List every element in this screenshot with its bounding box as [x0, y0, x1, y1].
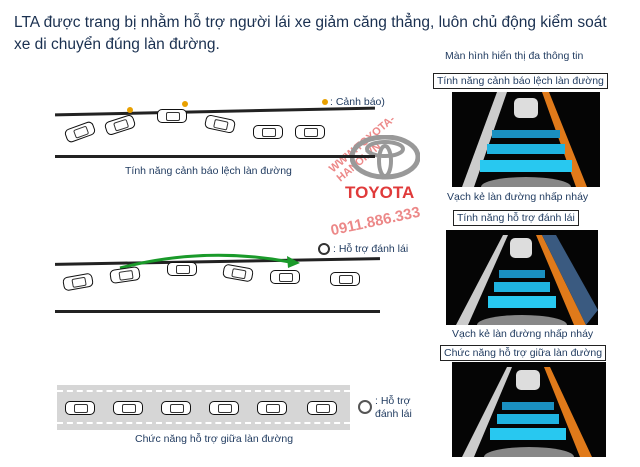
legend-warning: : Cảnh báo): [330, 96, 385, 108]
lane-display-graphic: [462, 367, 592, 457]
mid-display-image-3: [452, 362, 606, 457]
steering-assist-diagram: [54, 250, 381, 315]
lane-display-graphic: [456, 235, 598, 325]
panel-label-lane-departure: Tính năng cảnh báo lệch làn đường: [433, 73, 608, 89]
legend-steering-1: : Hỗ trợ đánh lái: [333, 243, 409, 255]
car: [113, 401, 143, 415]
car: [161, 401, 191, 415]
car: [270, 270, 300, 284]
warning-lamp-icon: [322, 99, 328, 105]
car: [257, 401, 287, 415]
car: [253, 125, 283, 139]
car: [103, 113, 137, 137]
car: [62, 272, 94, 292]
warning-lamp-icon: [127, 107, 133, 113]
car: [157, 109, 187, 123]
lane-line: [57, 390, 350, 392]
panel-label-lane-centering: Chức năng hỗ trợ giữa làn đường: [440, 345, 607, 361]
diagram-caption-3: Chức năng hỗ trợ giữa làn đường: [135, 433, 294, 445]
car: [63, 120, 97, 144]
car: [295, 125, 325, 139]
steering-wheel-icon: [358, 400, 372, 414]
legend-steering-2: : Hỗ trợ đánh lái: [375, 395, 412, 420]
display-heading: Màn hình hiển thị đa thông tin: [445, 50, 584, 62]
car: [203, 114, 237, 134]
diagram-caption-1: Tính năng cảnh báo lệch làn đường: [125, 165, 292, 177]
car: [167, 262, 197, 276]
warning-lamp-icon: [182, 101, 188, 107]
panel-label-steering-assist: Tính năng hỗ trợ đánh lái: [453, 210, 579, 226]
steering-path-arrow: [119, 253, 300, 270]
steering-wheel-icon: [318, 243, 330, 255]
lane-centering-diagram: [57, 385, 350, 430]
lane-line: [55, 155, 375, 158]
panel-caption-2: Vạch kẻ làn đường nhấp nháy: [452, 328, 594, 340]
car: [109, 265, 141, 285]
lane-line: [55, 310, 380, 313]
car: [209, 401, 239, 415]
car: [65, 401, 95, 415]
mid-display-image-2: [446, 230, 598, 325]
panel-caption-1: Vạch kẻ làn đường nhấp nháy: [447, 191, 589, 203]
car: [330, 272, 360, 286]
mid-display-image-1: [452, 92, 600, 187]
page-title: LTA được trang bị nhằm hỗ trợ người lái …: [14, 14, 607, 53]
watermark-brand: TOYOTA: [345, 183, 415, 202]
car: [307, 401, 337, 415]
lane-line: [57, 422, 350, 424]
watermark-phone: 0911.886.333: [329, 203, 422, 240]
lane-display-graphic: [462, 92, 587, 187]
lane-departure-diagram: [55, 95, 375, 165]
